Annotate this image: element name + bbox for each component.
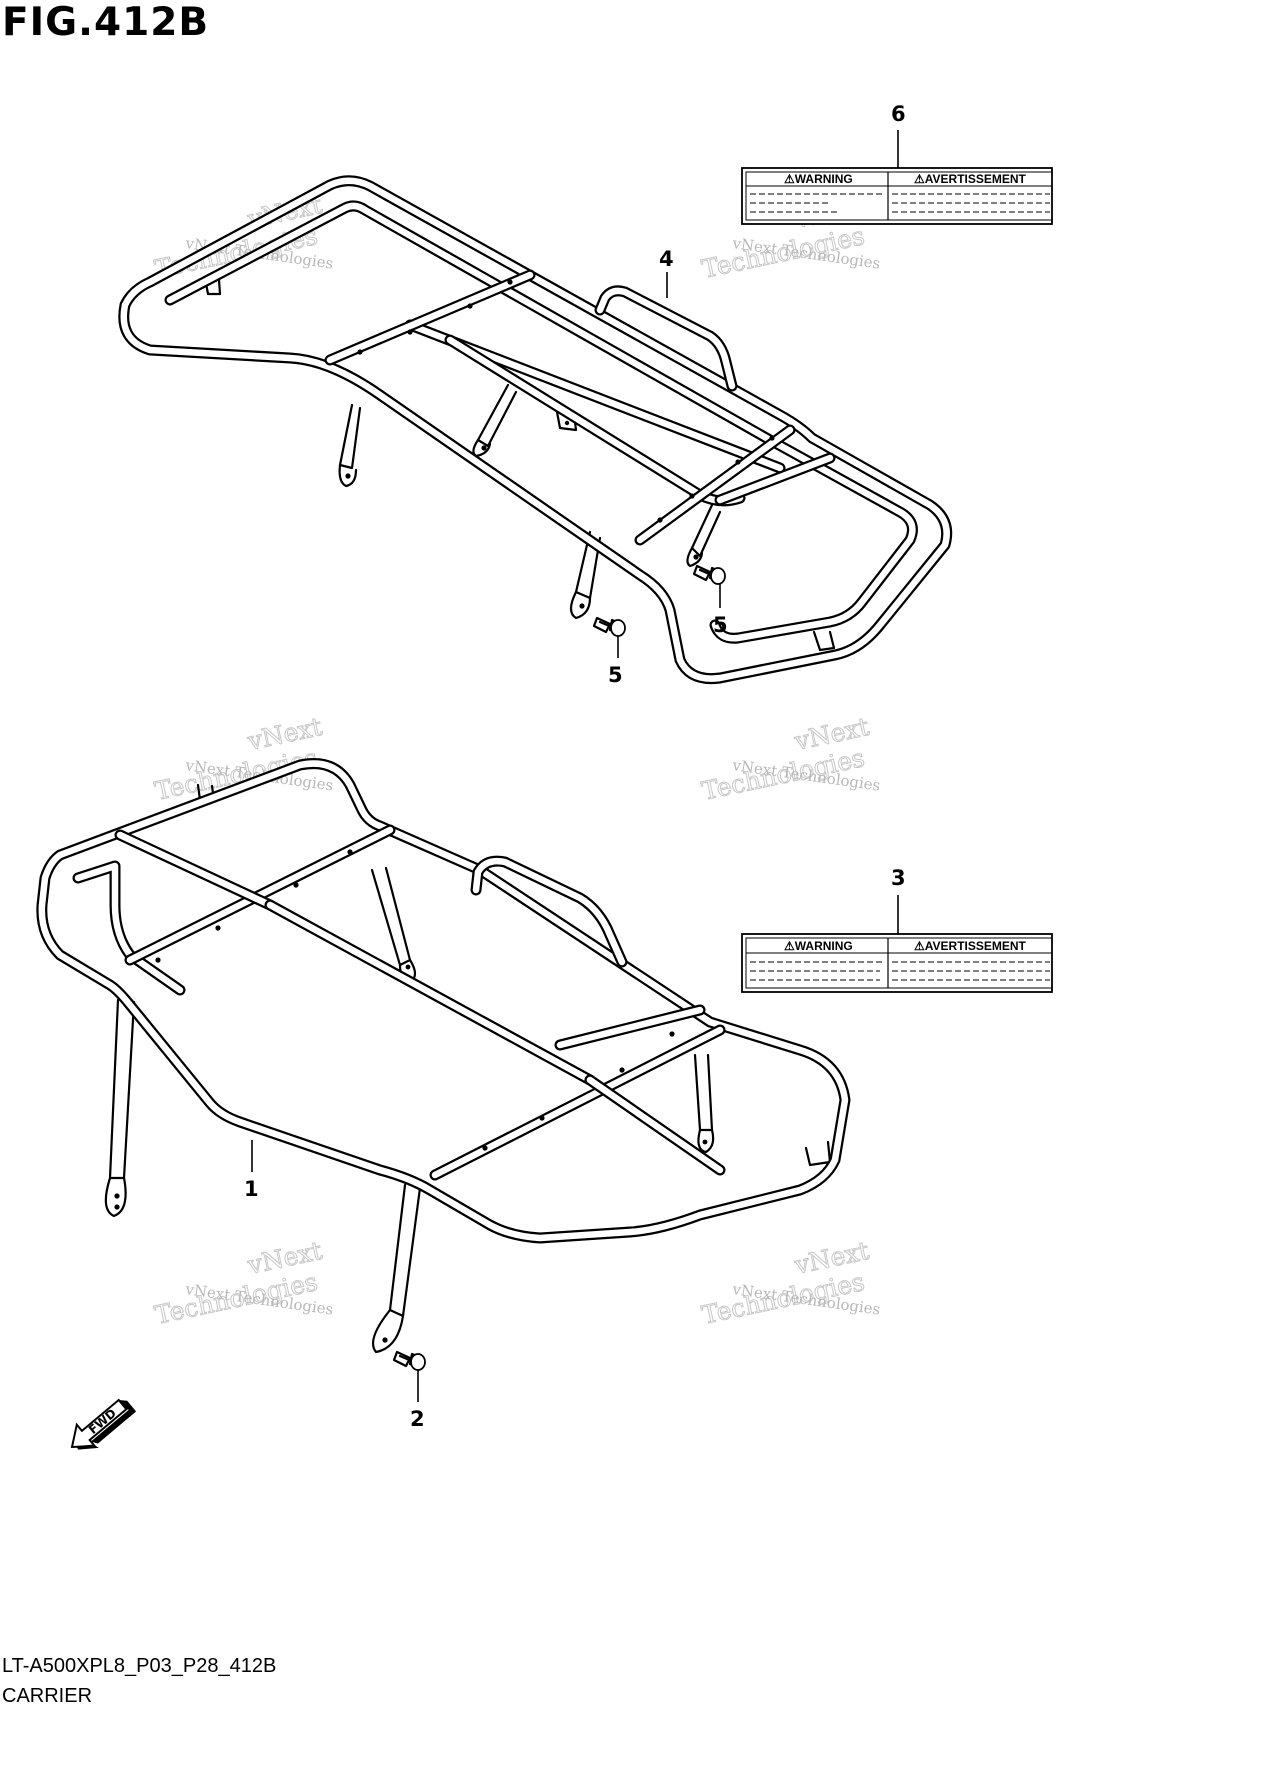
carrier-upper — [118, 175, 953, 685]
callout-5a: 5 — [608, 663, 623, 687]
callout-6: 6 — [891, 102, 906, 126]
warning-label-6: ⚠WARNING ⚠AVERTISSEMENT — [741, 130, 1053, 225]
callout-1: 1 — [244, 1177, 259, 1201]
carrier-lower — [36, 758, 851, 1371]
fwd-arrow-icon: FWD — [70, 1398, 137, 1450]
figure-title: FIG.412B — [2, 0, 210, 45]
label-warning-text: ⚠WARNING — [784, 939, 853, 953]
callouts: 6 4 5 5 3 1 2 — [244, 102, 906, 1431]
watermark: vNext Technologies vNext Technologies — [699, 1235, 882, 1330]
callout-5b: 5 — [713, 613, 728, 637]
label-warning-text: ⚠WARNING — [784, 172, 853, 186]
figure-name: CARRIER — [2, 1685, 93, 1707]
label-avertissement-text: ⚠AVERTISSEMENT — [914, 172, 1027, 186]
bolt-5b — [692, 564, 726, 585]
callout-3: 3 — [891, 866, 906, 890]
callout-2: 2 — [410, 1407, 425, 1431]
label-avertissement-text: ⚠AVERTISSEMENT — [914, 939, 1027, 953]
callout-4: 4 — [659, 247, 674, 271]
watermark: vNext Technologies vNext Technologies — [699, 711, 882, 806]
warning-label-3: ⚠WARNING ⚠AVERTISSEMENT — [741, 895, 1053, 993]
bolt-5a — [592, 616, 626, 637]
figure-code: LT-A500XPL8_P03_P28_412B — [2, 1655, 277, 1677]
watermark: vNext Technologies vNext Technologies — [152, 1235, 335, 1330]
bolt-2 — [392, 1350, 426, 1371]
